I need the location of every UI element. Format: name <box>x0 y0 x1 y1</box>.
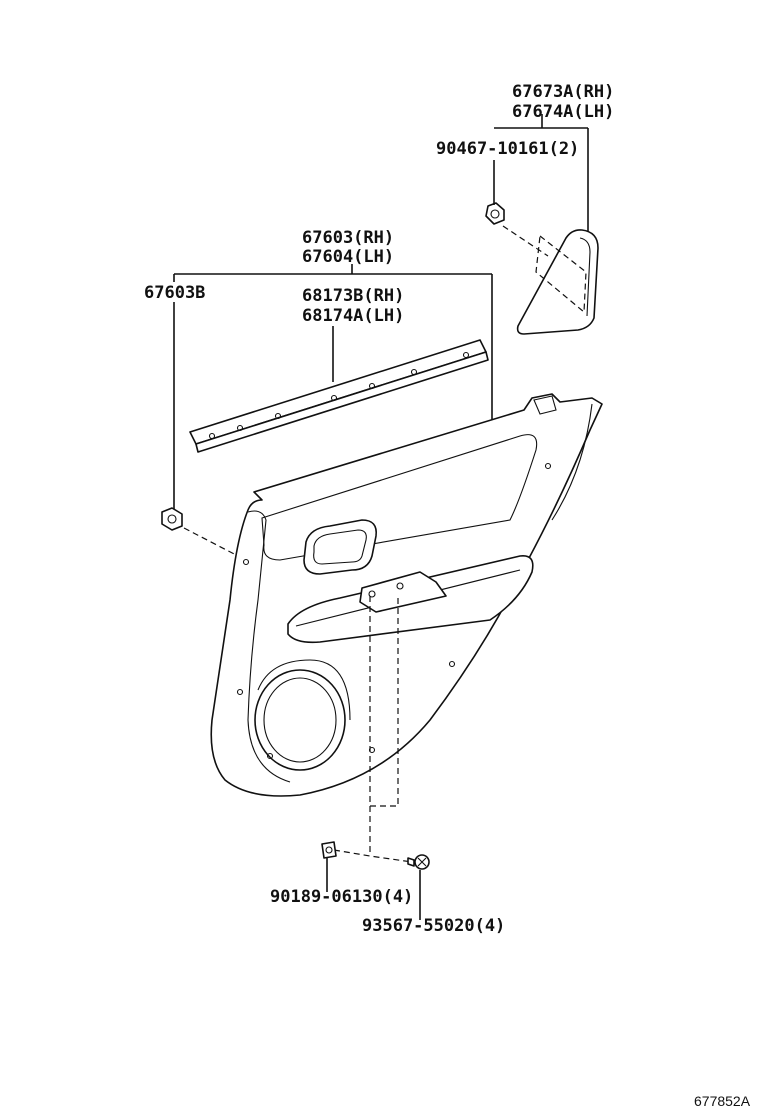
screw-93567 <box>407 854 430 870</box>
label-93567: 93567-55020(4) <box>362 916 505 936</box>
label-90189: 90189-06130(4) <box>270 887 413 907</box>
clip-90467 <box>485 202 505 225</box>
corner-trim-cover <box>516 229 599 335</box>
retainer-90189 <box>321 841 337 859</box>
label-90467: 90467-10161(2) <box>436 139 579 159</box>
clip-67603b <box>161 507 183 531</box>
label-67604: 67604(LH) <box>302 247 394 267</box>
door-trim-panel <box>210 393 603 797</box>
label-67673a: 67673A(RH) <box>512 82 614 102</box>
label-67603b: 67603B <box>144 283 205 303</box>
illustration-code: 677852A <box>694 1093 751 1109</box>
door-moulding-strip <box>189 339 489 453</box>
label-67674a: 67674A(LH) <box>512 102 614 122</box>
label-68174a: 68174A(LH) <box>302 306 404 326</box>
label-68173b: 68173B(RH) <box>302 286 404 306</box>
label-67603: 67603(RH) <box>302 228 394 248</box>
